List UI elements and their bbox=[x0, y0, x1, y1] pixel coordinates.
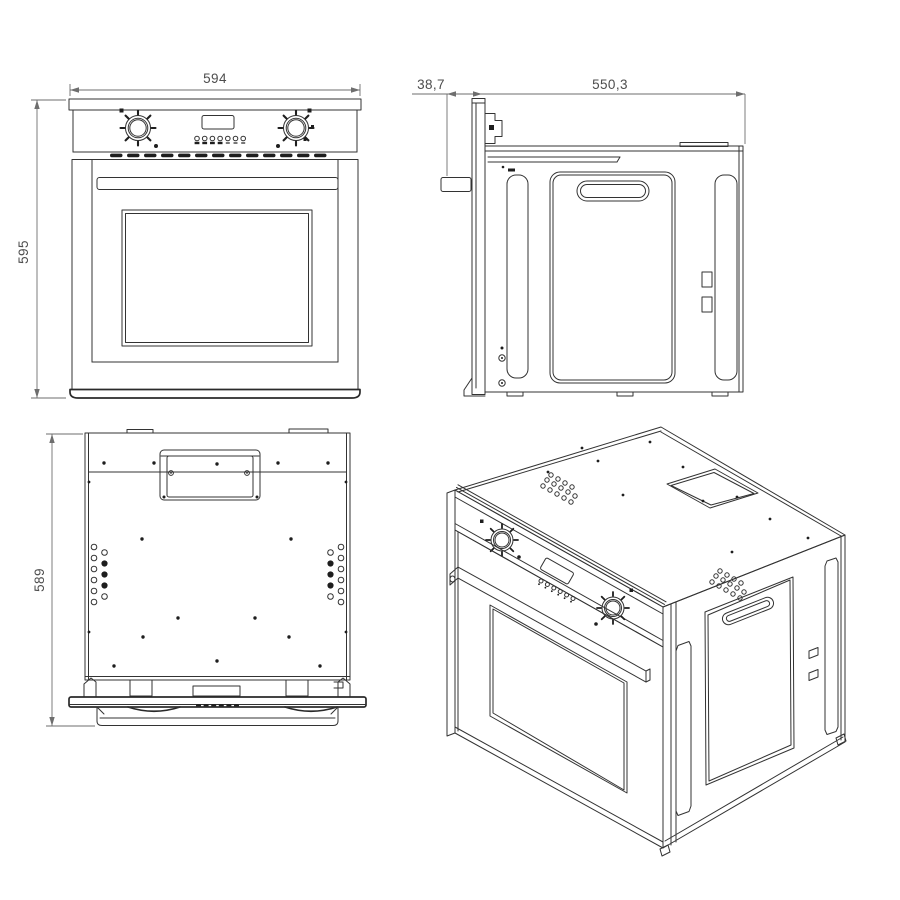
front-vent-strip bbox=[72, 151, 358, 158]
iso-rear-rail bbox=[824, 557, 839, 735]
top-rear-tab bbox=[288, 428, 329, 434]
iso-right-face bbox=[662, 534, 846, 849]
top-knob-arc bbox=[127, 706, 181, 713]
front-top-trim bbox=[68, 98, 362, 111]
front-display bbox=[201, 115, 235, 130]
top-knob-arc bbox=[284, 706, 338, 713]
top-vent-holes-left bbox=[90, 543, 108, 606]
top-control-fascia bbox=[68, 696, 367, 713]
top-terminal-box bbox=[159, 449, 261, 501]
iso-top-screws bbox=[546, 440, 810, 554]
iso-side-panel-handle-slot bbox=[721, 596, 775, 626]
top-vent-holes-right bbox=[327, 543, 345, 606]
front-knob-right bbox=[276, 108, 315, 148]
top-door-edge bbox=[96, 706, 339, 726]
top-depth-dimension bbox=[46, 433, 95, 727]
side-depth-dimensions bbox=[412, 91, 746, 176]
iso-display bbox=[540, 557, 574, 585]
side-door-profile bbox=[463, 98, 486, 397]
iso-mount-slot bbox=[808, 647, 819, 659]
front-knob-left bbox=[119, 108, 158, 148]
iso-door bbox=[449, 529, 664, 849]
iso-side-panel bbox=[704, 576, 795, 786]
front-door-base bbox=[69, 388, 361, 399]
side-knob-housing bbox=[484, 113, 503, 144]
front-view bbox=[31, 84, 362, 399]
knob-indicator-dot bbox=[154, 144, 158, 148]
top-body bbox=[84, 428, 351, 681]
dimension-label-front-width: 594 bbox=[203, 71, 227, 86]
top-screws bbox=[87, 461, 348, 668]
iso-rear-foot bbox=[835, 733, 847, 746]
iso-left-edge bbox=[446, 489, 456, 737]
iso-access-panel bbox=[666, 468, 759, 509]
side-front-rail bbox=[506, 174, 529, 379]
side-mount-slot bbox=[701, 271, 713, 288]
front-button-row bbox=[194, 135, 246, 145]
iso-control-fascia bbox=[446, 489, 664, 737]
top-rear-tab bbox=[126, 429, 154, 434]
front-door-handle bbox=[96, 177, 339, 190]
side-view bbox=[412, 91, 746, 397]
isometric-view bbox=[446, 426, 847, 857]
iso-door-handle bbox=[449, 566, 651, 683]
iso-vent-holes bbox=[540, 472, 747, 601]
side-body bbox=[484, 142, 744, 393]
front-width-dimension bbox=[69, 84, 361, 96]
knob-mode-icon bbox=[119, 108, 124, 113]
top-view bbox=[46, 428, 367, 727]
dimension-label-side-protrusion: 38,7 bbox=[417, 77, 445, 92]
iso-door-window bbox=[489, 604, 628, 794]
side-panel-handle-slot bbox=[576, 180, 650, 202]
front-door bbox=[69, 159, 361, 399]
iso-front-foot bbox=[659, 844, 671, 857]
side-screws bbox=[498, 346, 506, 387]
dimension-label-top-depth: 589 bbox=[32, 568, 47, 592]
front-control-panel bbox=[72, 109, 358, 153]
side-mount-slot bbox=[701, 296, 713, 313]
iso-knob-right bbox=[594, 588, 633, 626]
dimension-label-side-depth: 550,3 bbox=[592, 77, 628, 92]
top-front-brackets bbox=[83, 677, 351, 698]
iso-mount-slot bbox=[808, 669, 819, 681]
dimension-label-front-height: 595 bbox=[16, 240, 31, 264]
side-feet bbox=[506, 391, 729, 397]
iso-front-rail bbox=[675, 641, 692, 816]
side-top-bracket bbox=[679, 142, 729, 147]
side-panel bbox=[549, 171, 676, 384]
knob-mode-icon bbox=[307, 108, 312, 113]
front-door-window bbox=[121, 209, 313, 347]
iso-knob-left bbox=[480, 519, 521, 559]
side-handle-profile bbox=[440, 177, 472, 192]
iso-button-row bbox=[538, 578, 576, 603]
front-height-dimension bbox=[31, 99, 66, 399]
side-rear-rail bbox=[714, 174, 738, 381]
knob-indicator-dot bbox=[276, 144, 280, 148]
